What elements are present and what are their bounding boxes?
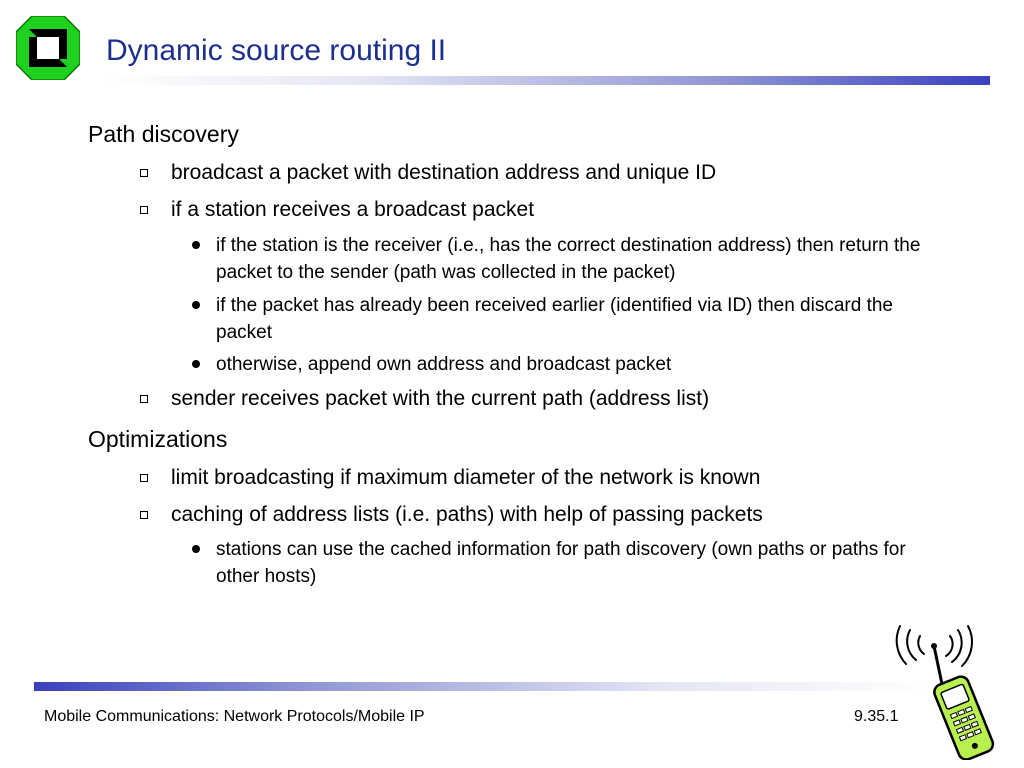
title-underline-bar <box>104 76 990 85</box>
university-logo-icon <box>16 16 80 80</box>
dot-bullet-icon <box>192 241 200 249</box>
list-item-text: limit broadcasting if maximum diameter o… <box>171 466 761 489</box>
list-item-text: broadcast a packet with destination addr… <box>171 161 717 184</box>
slide-title: Dynamic source routing II <box>106 34 447 67</box>
list-item-text: if a station receives a broadcast packet <box>171 198 535 221</box>
section-heading: Optimizations <box>88 426 228 452</box>
list-item-text: sender receives packet with the current … <box>171 387 710 410</box>
sub-list-item-text: if the packet has already been received … <box>216 295 893 343</box>
square-bullet-icon <box>140 511 148 519</box>
list-item-text: caching of address lists (i.e. paths) wi… <box>171 503 763 526</box>
sub-list-item-text: if the station is the receiver (i.e., ha… <box>216 235 921 283</box>
square-bullet-icon <box>140 206 148 214</box>
dot-bullet-icon <box>192 360 200 368</box>
mobile-phone-clipart-icon <box>895 625 995 760</box>
sub-list-item-text: otherwise, append own address and broadc… <box>216 354 672 375</box>
sub-list-item-text: stations can use the cached information … <box>216 539 906 587</box>
square-bullet-icon <box>140 169 148 177</box>
square-bullet-icon <box>140 395 148 403</box>
dot-bullet-icon <box>192 545 200 553</box>
slide-content: Path discovery broadcast a packet with d… <box>88 121 921 587</box>
dot-bullet-icon <box>192 301 200 309</box>
section-heading: Path discovery <box>88 121 239 147</box>
footer-divider-bar <box>34 682 934 691</box>
footer-slide-number: 9.35.1 <box>854 708 899 725</box>
footer-course-title: Mobile Communications: Network Protocols… <box>44 708 425 725</box>
square-bullet-icon <box>140 474 148 482</box>
